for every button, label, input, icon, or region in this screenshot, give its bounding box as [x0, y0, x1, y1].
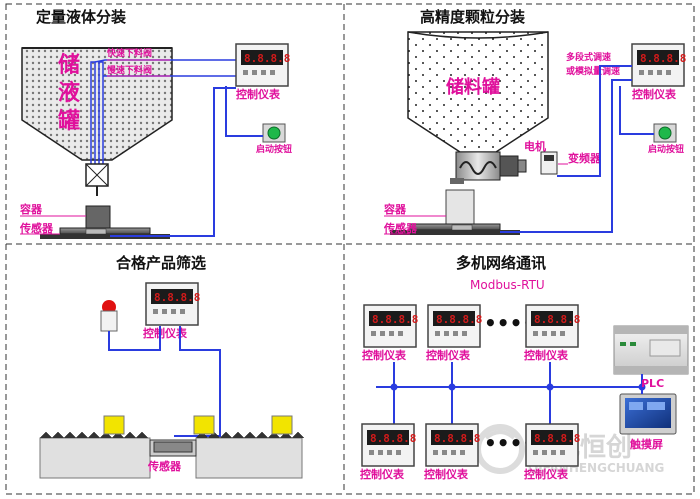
panel-borders — [5, 3, 695, 495]
panel-granule: 高精度颗粒分装 储料罐 电机 变频器 容器 传感器 多段式调速 或模拟量调速 — [383, 8, 686, 235]
granule-controller: 8.8.8.8 控制仪表 — [631, 43, 686, 101]
motor-label: 电机 — [524, 139, 546, 153]
sorting-controller: 8.8.8.8 控制仪表 — [143, 282, 200, 340]
panel-network-title: 多机网络通讯 — [456, 254, 546, 272]
sorting-controller-label: 控制仪表 — [143, 326, 188, 340]
network-meter-3-display: 8.8.8.8 — [534, 313, 580, 326]
product-1-icon — [103, 415, 125, 435]
sorting-meter-display: 8.8.8.8 — [154, 291, 200, 304]
panel-liquid-title: 定量液体分装 — [36, 8, 127, 26]
granule-container-label: 容器 — [383, 202, 407, 216]
network-controller-4-label: 控制仪表 — [360, 467, 405, 481]
panel-network: 多机网络通讯 Modbus-RTU 8.8.8.8 控制仪表 8.8.8.8 控… — [360, 254, 689, 481]
sorting-sensor-label: 传感器 — [147, 459, 182, 473]
granule-container-icon — [445, 189, 475, 225]
fast-valve-label: 快速下料阀 — [107, 47, 152, 59]
panel-sorting: 合格产品筛选 8.8.8.8 控制仪表 传感器 — [39, 254, 305, 479]
network-controller-1-label: 控制仪表 — [362, 348, 407, 362]
network-controller-4: 8.8.8.8 控制仪表 — [360, 423, 416, 481]
network-meter-6-display: 8.8.8.8 — [534, 432, 580, 445]
granule-meter-display: 8.8.8.8 — [640, 52, 686, 65]
network-meter-5-display: 8.8.8.8 — [434, 432, 480, 445]
liquid-tank-label-3: 罐 — [57, 108, 80, 134]
motor-icon — [499, 155, 519, 177]
panel-granule-title: 高精度颗粒分装 — [420, 8, 526, 26]
granule-start-button-label: 启动按钮 — [648, 143, 684, 155]
granule-sensor-label: 传感器 — [383, 221, 418, 235]
liquid-controller-label: 控制仪表 — [236, 87, 281, 101]
slow-valve-label: 慢速下料阀 — [107, 64, 152, 76]
panel-sorting-title: 合格产品筛选 — [115, 254, 206, 272]
multi-speed-label: 多段式调速 — [566, 51, 611, 63]
plc-icon: PLC — [613, 325, 689, 390]
plc-label: PLC — [641, 377, 664, 390]
network-controller-2: 8.8.8.8 控制仪表 — [426, 304, 482, 362]
network-controller-6: 8.8.8.8 控制仪表 — [524, 423, 580, 481]
network-controller-2-label: 控制仪表 — [426, 348, 471, 362]
conveyor-belt: 传感器 — [39, 431, 305, 479]
touchscreen-icon: 触摸屏 — [619, 393, 677, 451]
network-controller-1: 8.8.8.8 控制仪表 — [362, 304, 418, 362]
network-meter-4-display: 8.8.8.8 — [370, 432, 416, 445]
liquid-tank — [21, 47, 173, 161]
liquid-container-icon — [85, 205, 111, 229]
liquid-tank-label-2: 液 — [58, 80, 80, 106]
liquid-tank-label-1: 储 — [58, 52, 80, 78]
inverter-label: 变频器 — [568, 151, 602, 165]
liquid-start-button: 启动按钮 — [256, 123, 292, 155]
touchscreen-label: 触摸屏 — [629, 437, 663, 451]
screw-feeder-icon — [455, 151, 501, 181]
network-controller-6-label: 控制仪表 — [524, 467, 569, 481]
product-2-icon — [193, 415, 215, 435]
network-meter-1-display: 8.8.8.8 — [372, 313, 418, 326]
panel-liquid: 定量液体分装 储 液 罐 快速下料阀 慢速下料阀 容器 传感器 — [19, 8, 292, 239]
reject-indicator-icon — [100, 300, 118, 332]
network-meter-2-display: 8.8.8.8 — [436, 313, 482, 326]
liquid-sensor-label: 传感器 — [19, 221, 54, 235]
network-controller-5-label: 控制仪表 — [424, 467, 469, 481]
liquid-meter-display: 8.8.8.8 — [244, 52, 290, 65]
analog-speed-label: 或模拟量调速 — [566, 65, 620, 77]
liquid-start-button-label: 启动按钮 — [256, 143, 292, 155]
inverter-icon — [540, 151, 558, 175]
granule-hopper-label: 储料罐 — [445, 76, 500, 98]
product-3-icon — [271, 415, 293, 435]
network-protocol: Modbus-RTU — [470, 278, 545, 292]
network-controller-5: 8.8.8.8 控制仪表 — [424, 423, 480, 481]
network-controller-3-label: 控制仪表 — [524, 348, 569, 362]
liquid-controller: 8.8.8.8 控制仪表 — [235, 43, 290, 101]
granule-start-button: 启动按钮 — [648, 123, 684, 155]
liquid-container-label: 容器 — [19, 202, 43, 216]
granule-controller-label: 控制仪表 — [632, 87, 677, 101]
network-controller-3: 8.8.8.8 控制仪表 — [524, 304, 580, 362]
